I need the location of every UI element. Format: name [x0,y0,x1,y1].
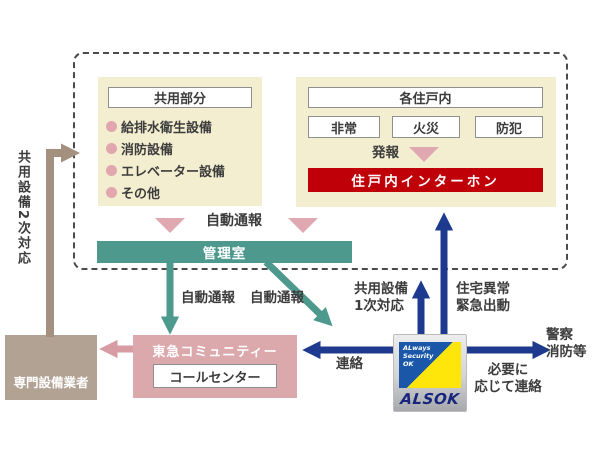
tokyu-community-box: 東急コミュニティー コールセンター [133,335,297,398]
residence-emergency-label: 住宅異常 緊急出動 [456,281,510,315]
alert-label: 発報 [372,145,399,161]
label-line: 住宅異常 [456,281,510,297]
list-item: 消防設備 [106,137,258,159]
specialist-contractor-label: 専門設備業者 [13,375,89,390]
equipment-label: 消防設備 [121,142,174,158]
list-item: エレベーター設備 [106,159,258,181]
auto-report-diagonal-arrow [263,259,333,327]
dwelling-unit-title: 各住戸内 [399,92,452,107]
dwelling-unit-box: 各住戸内 非常 火災 防犯 住戸内インターホン [296,77,556,207]
common-secondary-response-vertical-label: 共用設備2次対応 [15,150,30,267]
common-area-box: 共用部分 給排水衛生設備 消防設備 エレベーター設備 その他 [98,77,262,206]
police-fire-label: 警察 消防等 [546,327,587,361]
call-center-label: コールセンター [169,370,261,386]
equipment-label: 給排水衛生設備 [121,120,213,136]
label-line: 消防等 [546,344,587,360]
label-line: 警察 [546,327,573,343]
label-line: 共用設備 [354,281,408,297]
alsok-tagline-line: OK [403,359,414,368]
alsok-logo-badge: ALways Security OK ALSOK [393,334,467,412]
auto-report-label-right: 自動通報 [250,290,304,306]
alarm-label: 非常 [330,121,357,137]
interphone-bar: 住戸内インターホン [308,168,543,192]
label-line: 必要に [487,362,529,378]
equipment-label: エレベーター設備 [121,164,226,180]
tokyu-community-title: 東急コミュニティー [152,345,278,360]
common-primary-response-label: 共用設備 1次対応 [354,281,408,315]
alarm-button-crime: 防犯 [475,116,543,138]
common-area-title: 共用部分 [153,92,206,107]
common-area-equipment-list: 給排水衛生設備 消防設備 エレベーター設備 その他 [106,115,258,203]
auto-report-label-left: 自動通報 [181,290,235,306]
alsok-wordmark: ALSOK [399,390,461,408]
interphone-label: 住戸内インターホン [351,174,500,190]
dwelling-unit-title-tag: 各住戸内 [308,87,543,108]
alarm-label: 防犯 [495,121,522,137]
alarm-button-fire: 火災 [392,116,460,138]
auto-report-label-top: 自動通報 [206,213,262,229]
label-line: 1次対応 [354,298,404,314]
as-needed-contact-label: 必要に 応じて連絡 [462,362,554,396]
management-room-label: 管理室 [202,246,247,262]
secondary-response-elbow-arrow [46,143,80,337]
alarm-button-emergency: 非常 [308,116,380,138]
list-item: その他 [106,181,258,203]
label-line: 応じて連絡 [474,379,542,395]
alsok-logo-icon: ALways Security OK [399,342,461,388]
bullet-icon [106,164,117,176]
alsok-tagline-line: Security [403,351,434,360]
alsok-tagline: ALways Security OK [403,344,434,368]
bullet-icon [106,120,117,132]
bullet-icon [106,142,117,154]
management-room-bar: 管理室 [97,241,352,263]
alsok-tagline-line: ALways [403,344,431,352]
specialist-contractor-box: 専門設備業者 [5,335,97,400]
bullet-icon [106,186,117,198]
equipment-label: その他 [121,186,161,202]
common-area-title-tag: 共用部分 [108,87,252,108]
label-line: 緊急出動 [456,298,510,314]
alarm-label: 火災 [412,121,439,137]
contact-label: 連絡 [336,356,363,372]
list-item: 給排水衛生設備 [106,115,258,137]
call-center-tag: コールセンター [153,364,277,388]
